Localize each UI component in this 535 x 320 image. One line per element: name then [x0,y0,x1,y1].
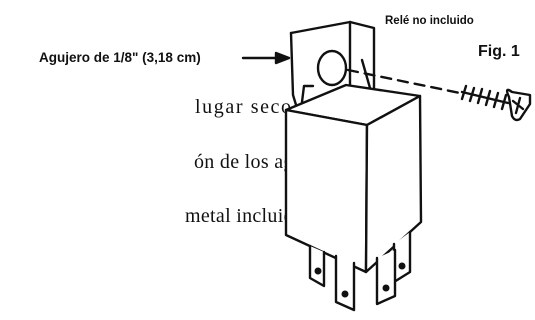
relay-terminals [308,230,412,312]
label-arrow-icon [241,51,291,65]
figure-label: Fig. 1 [478,43,520,60]
screw-guide-line [346,68,462,95]
relay-not-included-label: Relé no incluido [385,15,474,27]
screw-icon [460,84,532,122]
hole-size-label: Agujero de 1/8" (3,18 cm) [39,50,201,65]
relay-body [284,83,423,274]
body-text-line-3: metal incluido. [185,205,310,227]
mounting-hole [316,49,348,87]
